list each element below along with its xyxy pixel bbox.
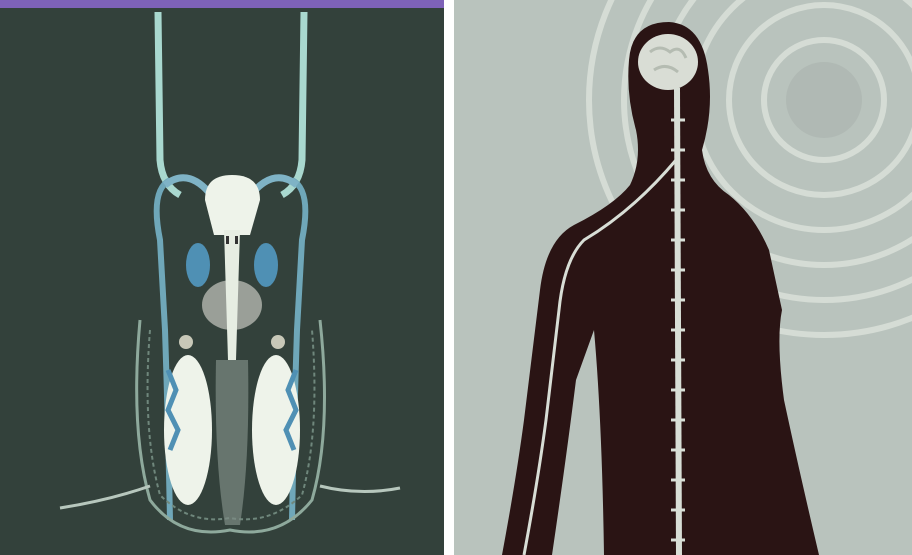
penis-shaft (216, 360, 249, 525)
right-skin-line (320, 486, 400, 492)
spinal-cord (677, 88, 679, 555)
ring-center (786, 62, 862, 138)
brain (638, 34, 698, 90)
right-testis-top (271, 335, 285, 349)
right-seminal-vesicle (254, 243, 278, 287)
urethra (224, 230, 240, 360)
ureter-opening-left (226, 236, 229, 244)
right-vas-deferens (282, 12, 304, 195)
right-illustration-panel (454, 0, 912, 555)
ureter-opening-right (235, 236, 238, 244)
human-silhouette (502, 22, 819, 555)
left-testis-top (179, 335, 193, 349)
reproductive-system-illustration (0, 0, 444, 555)
left-seminal-vesicle (186, 243, 210, 287)
bladder (205, 175, 260, 235)
spinal-cord-illustration (454, 0, 912, 555)
left-skin-line (60, 486, 150, 508)
left-illustration-panel (0, 0, 444, 555)
left-vas-deferens (158, 12, 180, 195)
